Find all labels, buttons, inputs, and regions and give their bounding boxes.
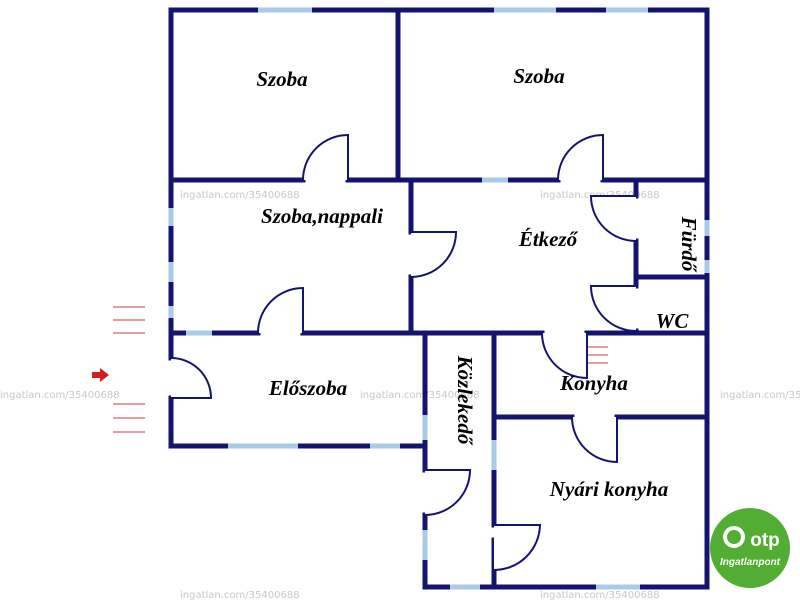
door-konyha <box>541 332 588 380</box>
label-furdo: Fürdő <box>677 216 701 273</box>
room-labels: Szoba Szoba Szoba,nappali Étkező Fürdő W… <box>256 64 701 501</box>
door-furdo <box>589 195 637 242</box>
watermark-3: ingatlan.com/35400688 <box>0 390 120 401</box>
watermark-6: ingatlan.com/35400688 <box>180 590 300 600</box>
door-kozlekedo <box>424 469 472 516</box>
label-konyha: Konyha <box>559 371 628 395</box>
entrance-arrow-icon <box>92 368 109 382</box>
otp-logo-mark-icon <box>723 526 745 548</box>
door-szoba-left <box>302 133 349 181</box>
otp-logo-brand: otp <box>750 530 780 551</box>
door-szoba-right <box>557 133 604 181</box>
door-nyari-konyha <box>571 416 618 464</box>
door-nyari-lower <box>493 524 542 571</box>
doors <box>170 133 637 571</box>
watermark-1: ingatlan.com/35400688 <box>180 190 300 201</box>
door-etkezo <box>410 231 458 278</box>
label-szoba-right: Szoba <box>513 64 564 88</box>
label-kozlekedo: Közlekedő <box>453 355 477 446</box>
label-etkezo: Étkező <box>518 227 579 251</box>
watermark-7: ingatlan.com/35400688 <box>540 590 660 600</box>
door-wc <box>589 285 637 332</box>
otp-logo: otp Ingatlanpont <box>710 508 790 588</box>
label-szoba-left: Szoba <box>256 67 307 91</box>
label-nappali: Szoba,nappali <box>261 204 383 228</box>
watermark-5: ingatlan.com/35400688 <box>720 390 800 401</box>
otp-logo-subtitle: Ingatlanpont <box>720 557 781 568</box>
stairs <box>113 306 608 433</box>
walls <box>168 7 710 590</box>
label-nyari-konyha: Nyári konyha <box>549 477 668 501</box>
windows <box>168 7 710 590</box>
label-eloszoba: Előszoba <box>268 376 347 400</box>
watermark-4: ingatlan.com/35400688 <box>360 390 480 401</box>
door-nappali <box>257 286 304 334</box>
door-entrance <box>170 357 213 399</box>
label-wc: WC <box>656 309 690 333</box>
